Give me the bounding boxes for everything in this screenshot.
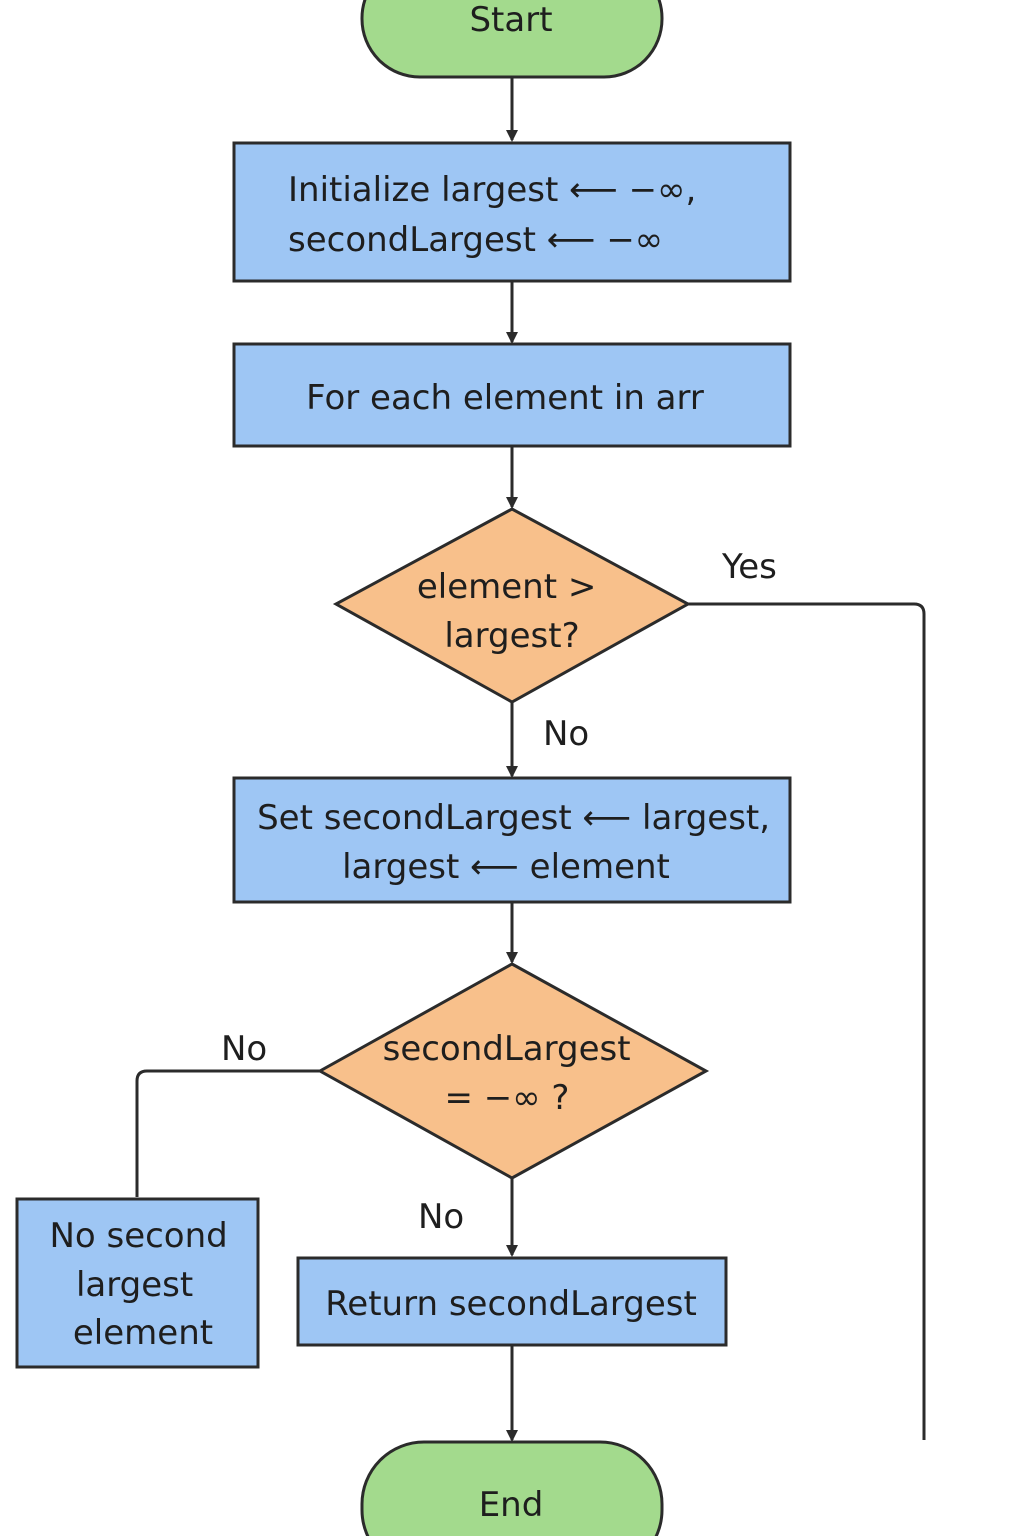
decision1-label: element > largest? (417, 567, 607, 656)
loop-label: For each element in arr (306, 378, 704, 418)
start-node: Start (360, 0, 664, 79)
init-label: Initialize largest ⟵ −∞, secondLargest ⟵… (288, 170, 707, 260)
end-label: End (479, 1485, 544, 1525)
decision1-diamond-shape (332, 507, 692, 704)
update-node: Set secondLargest ⟵ largest, largest ⟵ e… (232, 776, 792, 904)
nodes: Start Initialize largest ⟵ −∞, secondLar… (15, 0, 792, 1536)
end-terminal-shape (360, 1440, 664, 1536)
loop-node: For each element in arr (232, 342, 792, 448)
loop-process-shape (232, 342, 792, 448)
edge-decision1-yes (688, 602, 926, 1440)
return-process-shape (296, 1256, 728, 1347)
decision2-left-no-label: No (221, 1029, 267, 1069)
return-label: Return secondLargest (325, 1284, 697, 1324)
decision1-no-label: No (543, 714, 589, 754)
decision1-yes-label: Yes (721, 547, 777, 587)
return-node: Return secondLargest (296, 1256, 728, 1347)
update-process-shape (232, 776, 792, 904)
init-node: Initialize largest ⟵ −∞, secondLargest ⟵… (232, 141, 792, 283)
decision2-down-no-label: No (418, 1197, 464, 1237)
start-terminal-shape (360, 0, 664, 79)
decision2-label: secondLargest = −∞ ? (383, 1029, 642, 1118)
edge-labels: Yes No No No (221, 547, 777, 1237)
nosecond-label: No second largest element (49, 1216, 238, 1353)
end-node: End (360, 1440, 664, 1536)
decision2-diamond-shape (316, 962, 710, 1180)
edge-decision2-left-no (135, 1069, 320, 1197)
nosecond-node: No second largest element (15, 1197, 260, 1369)
start-label: Start (469, 0, 552, 40)
update-label: Set secondLargest ⟵ largest, largest ⟵ e… (257, 798, 781, 887)
init-process-shape (232, 141, 792, 283)
decision1-node: element > largest? (332, 507, 692, 704)
edges (135, 78, 926, 1442)
decision2-node: secondLargest = −∞ ? (316, 962, 710, 1180)
nosecond-process-shape (15, 1197, 260, 1369)
